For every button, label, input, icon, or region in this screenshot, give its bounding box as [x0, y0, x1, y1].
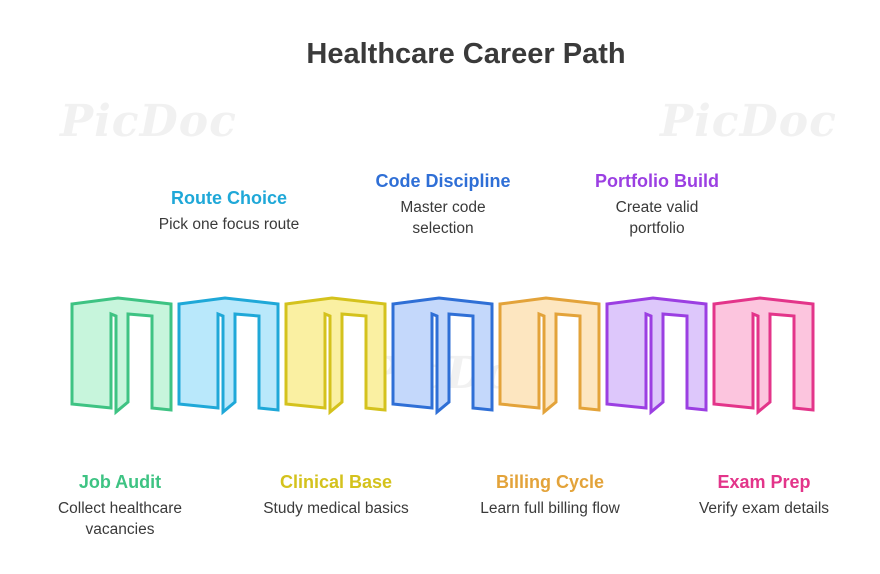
step-billing-cycle: Billing Cycle Learn full billing flow [450, 470, 650, 519]
ribbon-segment-6 [605, 296, 708, 416]
page-title: Healthcare Career Path [306, 38, 626, 70]
step-desc: Create valid portfolio [615, 199, 699, 237]
step-title: Job Audit [78, 472, 162, 492]
step-title: Route Choice [170, 188, 287, 208]
ribbon-segment-1 [70, 296, 173, 416]
step-portfolio-build: Portfolio Build Create valid portfolio [557, 169, 757, 239]
step-title: Code Discipline [375, 171, 511, 191]
step-title: Exam Prep [717, 472, 811, 492]
step-title: Portfolio Build [595, 171, 719, 191]
step-desc: Study medical basics [263, 500, 409, 517]
step-route-choice: Route Choice Pick one focus route [129, 186, 329, 235]
step-exam-prep: Exam Prep Verify exam details [664, 470, 864, 519]
watermark-left: PicDoc [60, 96, 237, 147]
step-job-audit: Job Audit Collect healthcare vacancies [20, 470, 220, 540]
ribbon-segment-7 [712, 296, 815, 416]
ribbon-segment-4 [391, 296, 494, 416]
step-code-discipline: Code Discipline Master code selection [343, 169, 543, 239]
step-title: Clinical Base [279, 472, 393, 492]
step-desc: Learn full billing flow [480, 500, 620, 517]
step-desc: Collect healthcare vacancies [57, 500, 183, 538]
step-desc: Pick one focus route [158, 216, 300, 233]
step-clinical-base: Clinical Base Study medical basics [236, 470, 436, 519]
watermark-right: PicDoc [660, 96, 837, 147]
step-desc: Master code selection [400, 199, 486, 237]
ribbon-segment-3 [284, 296, 387, 416]
step-desc: Verify exam details [698, 500, 830, 517]
ribbon-segment-2 [177, 296, 280, 416]
step-title: Billing Cycle [495, 472, 605, 492]
ribbon-segment-5 [498, 296, 601, 416]
